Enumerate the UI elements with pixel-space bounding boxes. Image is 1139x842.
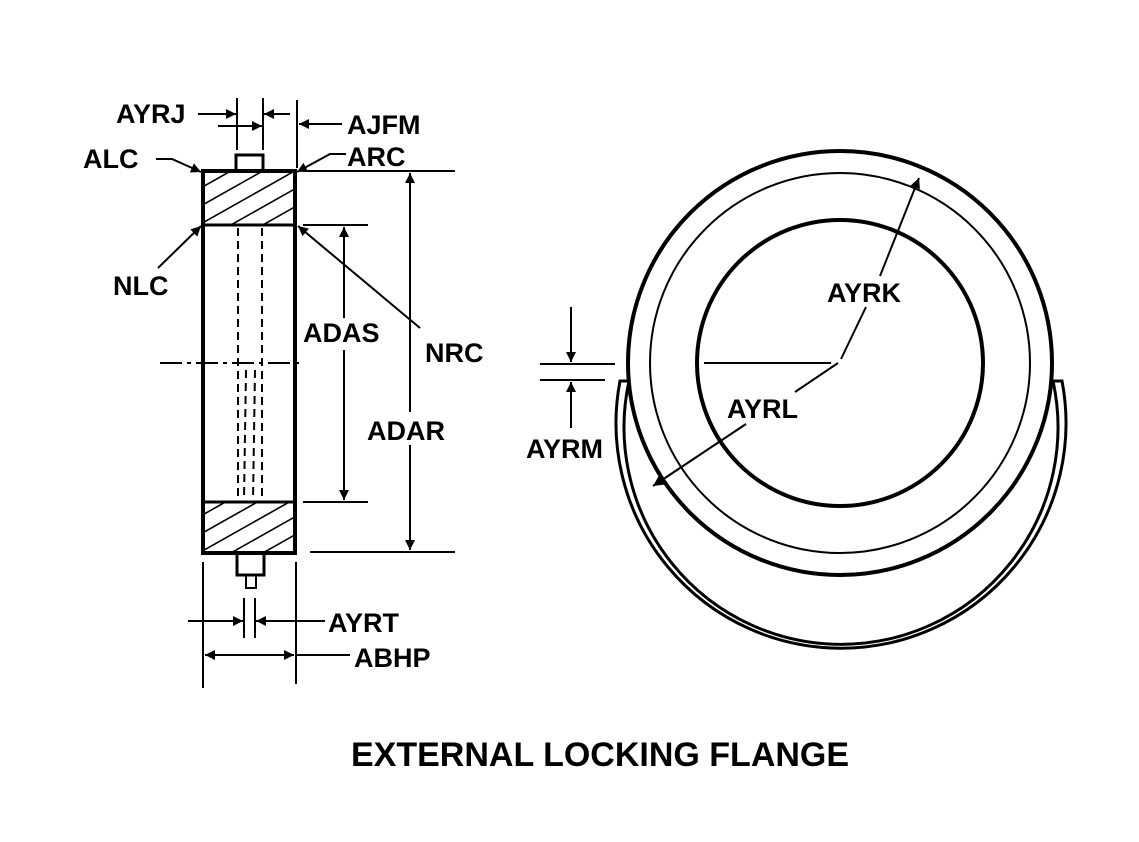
- label-nlc: NLC: [113, 271, 169, 301]
- drawing-title: EXTERNAL LOCKING FLANGE: [351, 736, 849, 774]
- inner-bore: [695, 218, 985, 508]
- alc-leader: [156, 158, 202, 173]
- label-ajfm: AJFM: [347, 110, 421, 140]
- label-ayrk: AYRK: [827, 278, 902, 308]
- label-ayrj: AYRJ: [116, 99, 186, 129]
- side-section-view: AYRJ AJFM ALC ARC NLC NRC ADAS ADAR AYRT: [83, 98, 484, 688]
- label-ayrl: AYRL: [727, 394, 798, 424]
- ayrl-arrow: [652, 423, 747, 487]
- ayrk-arrow: [879, 177, 920, 277]
- label-alc: ALC: [83, 144, 139, 174]
- label-nrc: NRC: [425, 338, 484, 368]
- label-adar: ADAR: [367, 416, 445, 446]
- locking-flange-lip: [614, 379, 1068, 650]
- arc-leader: [296, 153, 346, 173]
- bottom-key-tab: [235, 551, 266, 577]
- label-ayrm: AYRM: [526, 434, 603, 464]
- hidden-line-inner-right: [252, 369, 256, 501]
- hidden-line-inner-left: [243, 369, 247, 501]
- ayrk-leader-lower: [840, 306, 867, 360]
- front-view: AYRK AYRL AYRM: [526, 149, 1068, 650]
- top-key-tab: [234, 153, 265, 173]
- label-abhp: ABHP: [354, 643, 431, 673]
- nlc-leader: [157, 225, 202, 269]
- ayrl-leader-upper: [794, 362, 839, 393]
- middle-ring: [649, 172, 1031, 554]
- nrc-leader: [297, 225, 421, 329]
- top-section-hatch: [205, 172, 294, 224]
- label-arc: ARC: [347, 142, 406, 172]
- bottom-key-pin: [245, 574, 257, 589]
- label-adas: ADAS: [303, 318, 380, 348]
- outer-ring: [626, 149, 1054, 577]
- bottom-section-hatch: [205, 503, 294, 552]
- label-ayrt: AYRT: [328, 608, 400, 638]
